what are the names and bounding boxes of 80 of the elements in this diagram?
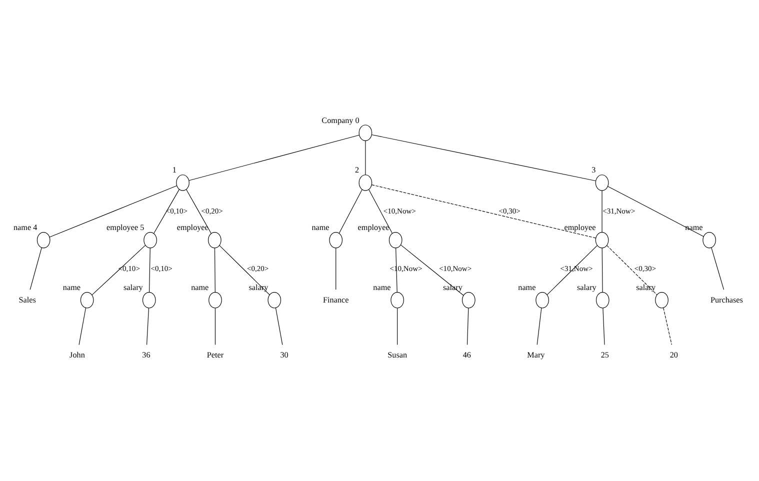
node-circle xyxy=(358,174,372,190)
node-label: 1 xyxy=(172,165,176,174)
connector xyxy=(546,244,598,295)
node-text: 46 xyxy=(462,350,471,359)
connector xyxy=(186,188,212,234)
node-circle xyxy=(80,292,94,308)
node-circle xyxy=(176,174,190,190)
node-label: employee 5 xyxy=(106,222,144,232)
node-label: 2 xyxy=(354,165,360,174)
connector xyxy=(608,186,704,236)
connector xyxy=(663,306,672,344)
node-label: salary xyxy=(636,282,656,292)
connector xyxy=(30,246,42,290)
node-circle xyxy=(702,232,716,248)
node-label: salary xyxy=(576,282,596,292)
node-label: name xyxy=(685,222,703,232)
node-text: John xyxy=(70,350,85,359)
node-label: 3 xyxy=(592,165,596,174)
connector xyxy=(396,247,398,292)
connector xyxy=(214,307,216,345)
connector xyxy=(602,307,605,345)
connector xyxy=(602,247,603,292)
connector xyxy=(711,246,724,290)
connector xyxy=(188,134,360,180)
connector xyxy=(219,244,270,295)
node-circle xyxy=(208,292,222,308)
node-circle xyxy=(595,232,609,248)
node-text: 30 xyxy=(280,350,288,359)
node-label: employee xyxy=(358,222,390,232)
node-circle xyxy=(36,232,50,248)
node-label: Company 0 xyxy=(322,115,360,124)
node-text: 36 xyxy=(142,350,150,359)
connector xyxy=(338,188,362,234)
node-label: employee xyxy=(564,222,596,232)
connector xyxy=(78,307,86,345)
node-circle xyxy=(208,232,222,248)
node-circle xyxy=(329,232,343,248)
node-text: Finance xyxy=(323,294,349,304)
node-circle xyxy=(595,174,609,190)
connector xyxy=(371,184,596,238)
node-label: name xyxy=(373,282,391,292)
connector xyxy=(214,247,216,292)
node-text: Peter xyxy=(206,350,224,359)
node-label: name xyxy=(518,282,536,292)
connector xyxy=(368,188,393,234)
node-label: salary xyxy=(123,282,143,292)
connector xyxy=(146,307,150,345)
node-circle xyxy=(536,292,549,308)
connector xyxy=(365,140,366,175)
node-label: name 4 xyxy=(13,222,38,232)
connector xyxy=(49,184,178,237)
connector xyxy=(466,307,469,345)
node-text: Sales xyxy=(18,294,36,304)
connector xyxy=(275,307,283,345)
node-circle xyxy=(358,124,372,140)
node-text: Susan xyxy=(388,350,408,359)
node-label: name xyxy=(62,282,80,292)
connector xyxy=(536,307,542,345)
connector xyxy=(606,244,658,295)
node-circle xyxy=(462,292,476,308)
node-text: Purchases xyxy=(710,294,743,304)
connector xyxy=(400,244,464,296)
node-circle xyxy=(655,292,668,308)
node-circle xyxy=(596,292,610,308)
connector xyxy=(397,307,398,345)
connector xyxy=(154,188,180,234)
node-text: 20 xyxy=(670,350,678,359)
connector xyxy=(92,244,146,295)
node-text: Mary xyxy=(527,350,545,359)
node-circle xyxy=(388,232,402,248)
node-label: name xyxy=(312,222,330,232)
node-label: employee xyxy=(176,222,208,232)
node-circle xyxy=(142,292,156,308)
node-text: 25 xyxy=(600,350,609,359)
connector xyxy=(148,247,150,292)
node-label: name xyxy=(191,282,209,292)
connector xyxy=(371,134,596,181)
node-circle xyxy=(390,292,404,308)
node-circle xyxy=(144,232,157,248)
node-circle xyxy=(268,292,282,308)
